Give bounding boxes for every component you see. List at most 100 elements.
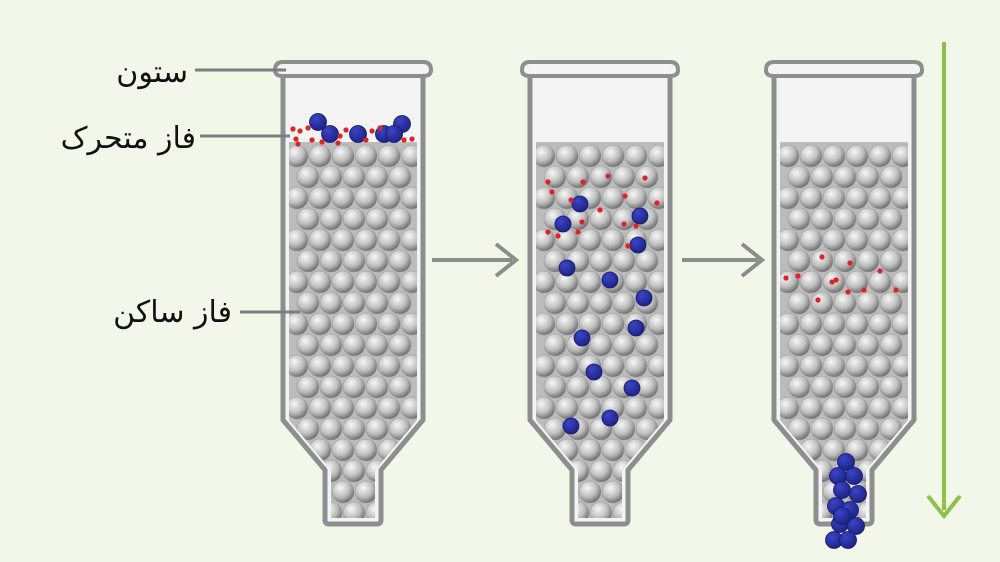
packing-bead xyxy=(342,207,366,231)
packing-bead xyxy=(400,270,417,294)
red-particle xyxy=(377,125,383,131)
packing-bead xyxy=(543,459,567,483)
packing-bead xyxy=(536,354,556,378)
packing-bead xyxy=(845,186,869,210)
packing-bead xyxy=(365,249,389,273)
packing-bead xyxy=(400,186,417,210)
packing-bead xyxy=(868,270,892,294)
red-particle xyxy=(579,219,585,225)
packing-bead xyxy=(879,165,903,189)
time-arrow xyxy=(926,42,962,520)
red-particle xyxy=(845,289,851,295)
red-particle xyxy=(861,287,867,293)
red-particle xyxy=(642,175,648,181)
packing-bead xyxy=(799,396,823,420)
packing-bead xyxy=(342,459,366,483)
red-particle xyxy=(847,260,853,266)
packing-bead xyxy=(555,312,579,336)
packing-bead xyxy=(879,291,903,315)
packing-bead xyxy=(612,249,636,273)
packing-bead xyxy=(856,375,880,399)
packing-bead xyxy=(578,270,602,294)
packing-bead xyxy=(289,270,309,294)
red-particle xyxy=(783,275,789,281)
packing-bead xyxy=(780,228,800,252)
packing-bead xyxy=(319,291,343,315)
packing-bead xyxy=(578,312,602,336)
packing-bead xyxy=(308,228,332,252)
packing-bead xyxy=(536,396,556,420)
packing-bead xyxy=(635,333,659,357)
red-particle xyxy=(319,139,325,145)
packing-bead xyxy=(845,312,869,336)
blue-particle xyxy=(601,271,619,289)
packing-bead xyxy=(601,438,625,462)
red-particle xyxy=(545,179,551,185)
packing-bead xyxy=(331,480,355,504)
packing-bead xyxy=(388,249,412,273)
packing-bead xyxy=(566,291,590,315)
red-particle xyxy=(549,189,555,195)
packing-bead xyxy=(787,333,811,357)
packing-bead xyxy=(612,333,636,357)
packing-bead xyxy=(296,165,320,189)
packing-bead xyxy=(578,480,602,504)
column-2-rim xyxy=(520,60,681,78)
packing-bead xyxy=(891,396,908,420)
packing-bead xyxy=(868,396,892,420)
packing-bead xyxy=(589,459,613,483)
process-arrow-1 xyxy=(432,242,520,278)
blue-particle xyxy=(833,481,851,499)
packing-bead xyxy=(647,186,664,210)
red-particle xyxy=(833,277,839,283)
packing-bead xyxy=(624,186,648,210)
packing-bead xyxy=(891,144,908,168)
red-particle xyxy=(625,243,631,249)
packing-bead xyxy=(388,375,412,399)
packing-bead xyxy=(799,228,823,252)
packing-bead xyxy=(543,333,567,357)
packing-bead xyxy=(365,165,389,189)
packing-bead xyxy=(787,207,811,231)
column-2 xyxy=(520,60,681,527)
packing-bead xyxy=(635,459,659,483)
blue-particle xyxy=(629,236,647,254)
packing-bead xyxy=(635,249,659,273)
packing-bead xyxy=(822,396,846,420)
packing-bead xyxy=(799,270,823,294)
blue-particle xyxy=(585,363,603,381)
packing-bead xyxy=(388,291,412,315)
packing-bead xyxy=(787,375,811,399)
red-particle xyxy=(597,207,603,213)
packing-bead xyxy=(624,354,648,378)
packing-bead xyxy=(589,165,613,189)
packing-bead xyxy=(787,417,811,441)
packing-bead xyxy=(578,228,602,252)
blue-particle xyxy=(571,195,589,213)
packing-bead xyxy=(810,291,834,315)
packing-bead xyxy=(612,291,636,315)
packing-bead xyxy=(780,354,800,378)
red-particle xyxy=(290,126,296,132)
packing-bead xyxy=(601,144,625,168)
packing-bead xyxy=(342,291,366,315)
packing-bead xyxy=(891,270,908,294)
packing-bead xyxy=(787,291,811,315)
packing-bead xyxy=(833,291,857,315)
blue-particle xyxy=(627,319,645,337)
packing-bead xyxy=(833,249,857,273)
packing-bead xyxy=(331,228,355,252)
packing-bead xyxy=(342,501,366,518)
red-particle xyxy=(893,287,899,293)
packing-bead xyxy=(289,354,309,378)
blue-particle xyxy=(554,215,572,233)
packing-bead xyxy=(589,333,613,357)
column-3 xyxy=(764,60,925,549)
packing-bead xyxy=(388,459,412,483)
column-2-sample xyxy=(545,173,660,435)
blue-particle xyxy=(631,207,649,225)
packing-bead xyxy=(624,144,648,168)
packing-bead xyxy=(400,312,417,336)
red-particle xyxy=(343,127,349,133)
packing-bead xyxy=(555,354,579,378)
